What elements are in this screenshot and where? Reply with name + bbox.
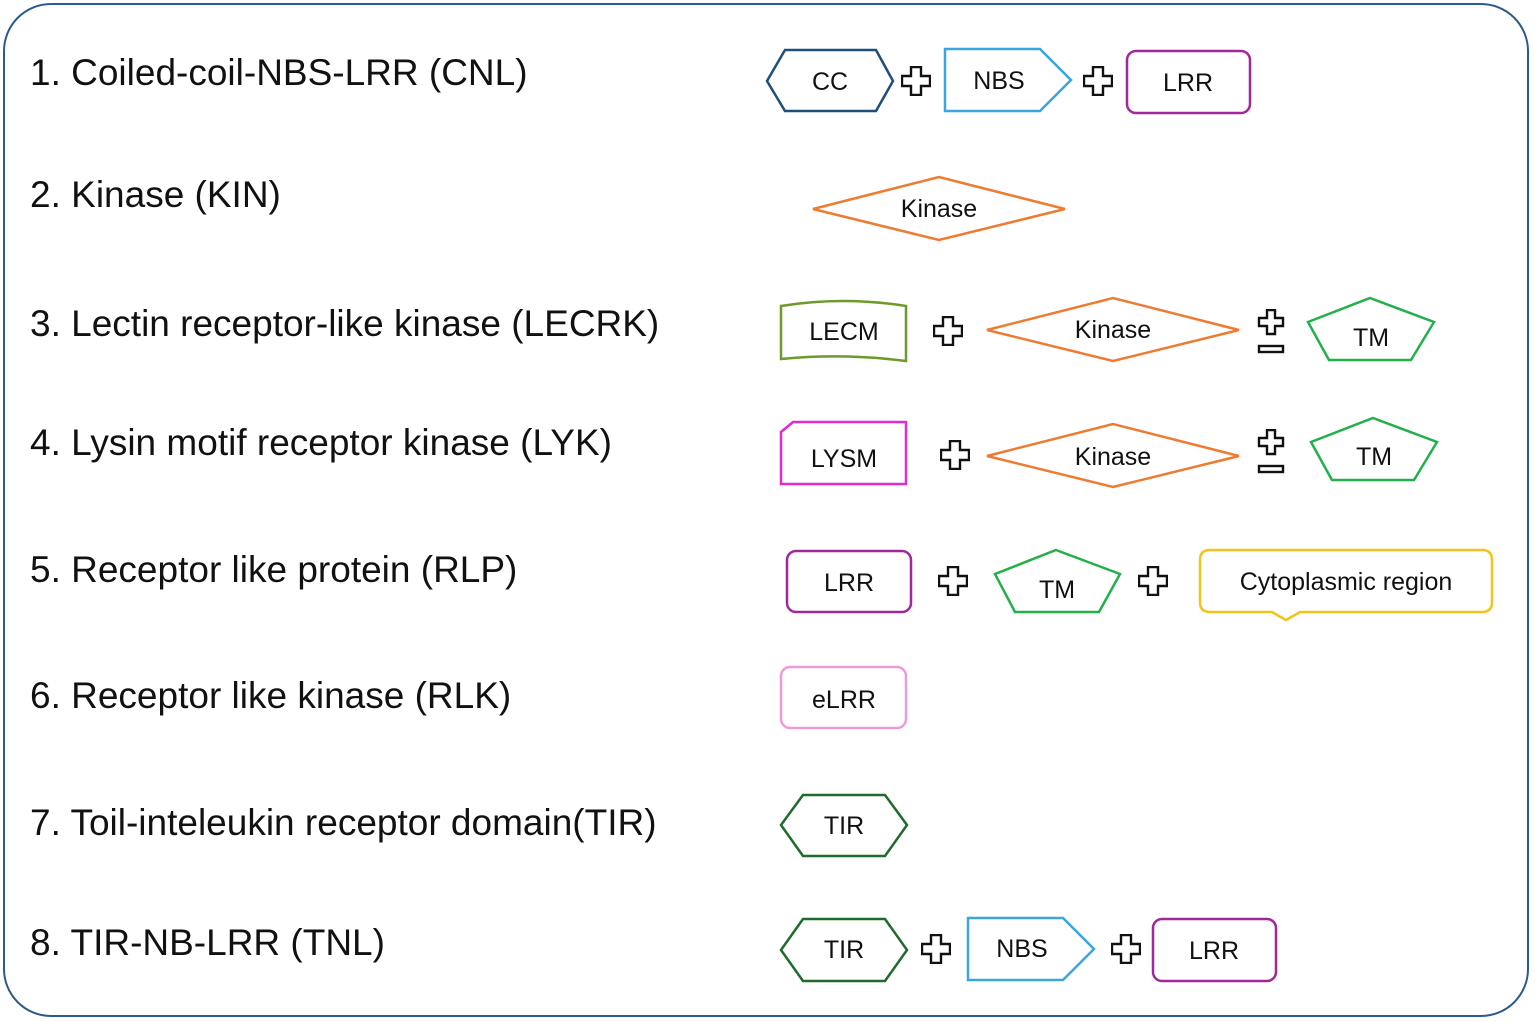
row-label-kin: 2. Kinase (KIN) [30, 174, 281, 215]
nbs-arrow [966, 916, 1096, 982]
kinase-diamond [986, 422, 1240, 489]
tm-pentagon [1306, 296, 1436, 362]
kinase-text: Kinase [901, 195, 977, 223]
row-3-domains: LECM Kinase TM [779, 296, 1436, 363]
row-2-domains: Kinase [812, 175, 1066, 242]
kinase-diamond [986, 296, 1240, 363]
tm-pentagon [993, 548, 1122, 614]
plus-icon [1138, 566, 1168, 596]
tm-text: TM [1356, 443, 1392, 471]
plus-icon [940, 440, 970, 470]
row-label-lyk: 4. Lysin motif receptor kinase (LYK) [30, 422, 612, 463]
tm-text: TM [1039, 576, 1075, 604]
nbs-text: NBS [973, 67, 1024, 95]
lrr-text: LRR [1189, 937, 1239, 965]
nbs-arrow [943, 47, 1073, 113]
plus-icon [938, 566, 968, 596]
tir-hexagon [779, 917, 909, 983]
kinase-text: Kinase [1075, 443, 1151, 471]
row-1-domains: CC NBS LRR [765, 47, 1252, 115]
lrr-text: LRR [824, 569, 874, 597]
plus-minus-icon [1257, 429, 1285, 474]
lrr-text: LRR [1163, 69, 1213, 97]
plus-icon [901, 66, 931, 96]
diagram-frame [3, 3, 1529, 1017]
lecm-text: LECM [809, 318, 878, 346]
cytoplasmic-callout [1198, 548, 1494, 622]
plus-minus-icon [1257, 309, 1285, 354]
tm-pentagon [1309, 416, 1439, 482]
plus-icon [921, 934, 951, 964]
cc-hexagon [765, 48, 895, 113]
lysm-text: LYSM [811, 445, 877, 473]
cc-text: CC [812, 68, 848, 96]
lrr-box [785, 549, 913, 614]
plus-icon [1083, 66, 1113, 96]
cytoplasmic-text: Cytoplasmic region [1240, 568, 1453, 596]
lecm-flag [779, 299, 908, 363]
row-6-domains: eLRR [779, 665, 908, 730]
row-8-domains: TIR NBS LRR [779, 916, 1278, 983]
tir-text: TIR [824, 936, 864, 964]
kinase-diamond [812, 175, 1066, 242]
row-label-cnl: 1. Coiled-coil-NBS-LRR (CNL) [30, 52, 528, 93]
elrr-box [779, 665, 908, 730]
row-label-tnl: 8. TIR-NB-LRR (TNL) [30, 922, 385, 963]
plus-icon [933, 316, 963, 346]
nbs-text: NBS [996, 935, 1047, 963]
lysm-box [779, 420, 908, 486]
lrr-box [1125, 49, 1252, 115]
row-4-domains: LYSM Kinase TM [779, 416, 1439, 489]
tir-text: TIR [824, 812, 864, 840]
row-7-domains: TIR [779, 793, 909, 858]
plus-icon [1111, 934, 1141, 964]
elrr-text: eLRR [812, 686, 876, 714]
row-5-domains: LRR TM Cytoplasmic region [785, 548, 1494, 622]
row-label-lecrk: 3. Lectin receptor-like kinase (LECRK) [30, 303, 660, 344]
tm-text: TM [1353, 324, 1389, 352]
lrr-box [1151, 917, 1278, 983]
row-label-tir: 7. Toil-inteleukin receptor domain(TIR) [30, 802, 657, 843]
kinase-text: Kinase [1075, 316, 1151, 344]
row-label-rlp: 5. Receptor like protein (RLP) [30, 549, 518, 590]
tir-hexagon [779, 793, 909, 858]
row-label-rlk: 6. Receptor like kinase (RLK) [30, 675, 512, 716]
